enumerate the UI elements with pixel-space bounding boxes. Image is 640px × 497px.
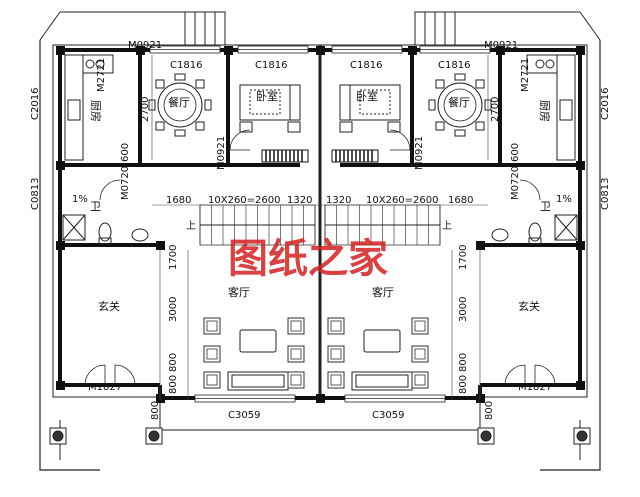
- armchair: [327, 371, 345, 389]
- label-window-dining-left: C1816: [170, 60, 202, 71]
- armchair: [411, 317, 429, 335]
- label-side-window-left: C2016: [30, 88, 41, 120]
- porch-columns: [49, 427, 591, 445]
- armchair: [327, 345, 345, 363]
- label-door-top-right: M0921: [484, 40, 518, 51]
- label-bath-note-right: 1%: [556, 194, 572, 205]
- label-window-bedroom-left: C1816: [255, 60, 287, 71]
- label-dim-800b-left: 800: [168, 375, 179, 394]
- label-living-right: 客厅: [372, 285, 394, 299]
- armchair: [411, 345, 429, 363]
- label-dim-3000-right: 3000: [458, 297, 469, 322]
- bathroom-fixtures: [62, 214, 578, 245]
- front-windows: [194, 394, 446, 403]
- armchair: [287, 371, 305, 389]
- dining-table-right: [428, 73, 492, 137]
- armchair: [327, 317, 345, 335]
- label-dim-800c-right: 800: [484, 401, 495, 420]
- armchairs: [203, 317, 429, 389]
- label-front-door-left: M1827: [88, 382, 122, 393]
- label-dining-left: 餐厅: [168, 95, 190, 109]
- label-bath-window-right: C0813: [600, 178, 611, 210]
- label-bath-door-left: M0720: [120, 166, 131, 200]
- label-window-dining-right: C1816: [438, 60, 470, 71]
- label-bath-right: 卫: [540, 200, 551, 213]
- stair-treads: [199, 205, 441, 245]
- label-kitchen-right: 厨房: [538, 100, 551, 122]
- label-front-window-right: C3059: [372, 410, 404, 421]
- label-dim-3000-left: 3000: [168, 297, 179, 322]
- label-door-top-left: M0921: [128, 40, 162, 51]
- bed-right: [339, 84, 401, 133]
- label-entry-right: 玄关: [518, 299, 540, 313]
- label-dim-1700-left: 1700: [168, 245, 179, 270]
- label-kitchen-window-right: M2721: [520, 58, 531, 92]
- label-living-left: 客厅: [228, 285, 250, 299]
- label-front-door-right: M1827: [518, 382, 552, 393]
- label-dim-2700-left: 2700: [140, 97, 151, 122]
- bed-left: [239, 84, 301, 133]
- left-unit-labels: M0921 C1816 C1816 餐厅 卧室 厨房 M2721 C2016 2…: [30, 40, 312, 421]
- label-window-bedroom-right: C1816: [350, 60, 382, 71]
- label-bedroom-left: 卧室: [256, 89, 278, 103]
- label-dim-1320-right: 1320: [326, 195, 351, 206]
- kitchen-counters: [64, 54, 576, 161]
- label-dim-1320-left: 1320: [287, 195, 312, 206]
- label-bath-note-left: 1%: [72, 194, 88, 205]
- label-entry-left: 玄关: [98, 299, 120, 313]
- label-stair-right: 10X260=2600: [366, 195, 439, 206]
- label-stair-up-right: 上: [442, 220, 452, 232]
- armchair: [411, 371, 429, 389]
- wardrobes: [261, 149, 379, 163]
- label-dim-800b-right: 800: [458, 375, 469, 394]
- label-dim-800a-left: 800: [168, 353, 179, 372]
- label-dim-2700-right: 2700: [490, 97, 501, 122]
- label-dim-1680-left: 1680: [166, 195, 191, 206]
- label-bath-left: 卫: [90, 200, 101, 213]
- label-dim-1680-right: 1680: [448, 195, 473, 206]
- sofa-set-right: [351, 329, 413, 391]
- outer-walls: [39, 11, 601, 471]
- label-dim-800a-right: 800: [458, 353, 469, 372]
- label-stair-up-left: 上: [186, 220, 196, 232]
- label-kitchen-window-left: M2721: [96, 58, 107, 92]
- dimension-lines: [151, 55, 489, 400]
- armchair: [203, 317, 221, 335]
- label-stair-left: 10X260=2600: [208, 195, 281, 206]
- label-inner-door-right: M0921: [414, 136, 425, 170]
- armchair: [203, 345, 221, 363]
- label-front-window-left: C3059: [228, 410, 260, 421]
- label-bedroom-right: 卧室: [356, 89, 378, 103]
- label-dim-1700-right: 1700: [458, 245, 469, 270]
- top-windows: [149, 45, 491, 54]
- watermark: 图纸之家: [228, 235, 388, 282]
- armchair: [287, 345, 305, 363]
- label-dim-600-right: 600: [510, 143, 521, 162]
- label-bath-door-right: M0720: [510, 166, 521, 200]
- label-side-window-right: C2016: [600, 88, 611, 120]
- label-bath-window-left: C0813: [30, 178, 41, 210]
- label-kitchen-left: 厨房: [89, 100, 102, 122]
- sofa-set-left: [227, 329, 289, 391]
- label-dining-right: 餐厅: [448, 95, 470, 109]
- door-swings: [84, 129, 556, 386]
- interior-walls: [58, 48, 582, 400]
- armchair: [203, 371, 221, 389]
- right-unit-labels: M0921 C1816 C1816 餐厅 卧室 厨房 M2721 C2016 2…: [326, 40, 611, 421]
- label-dim-800c-left: 800: [150, 401, 161, 420]
- label-inner-door-left: M0921: [216, 136, 227, 170]
- armchair: [287, 317, 305, 335]
- column-markers: [56, 46, 585, 403]
- label-dim-600-left: 600: [120, 143, 131, 162]
